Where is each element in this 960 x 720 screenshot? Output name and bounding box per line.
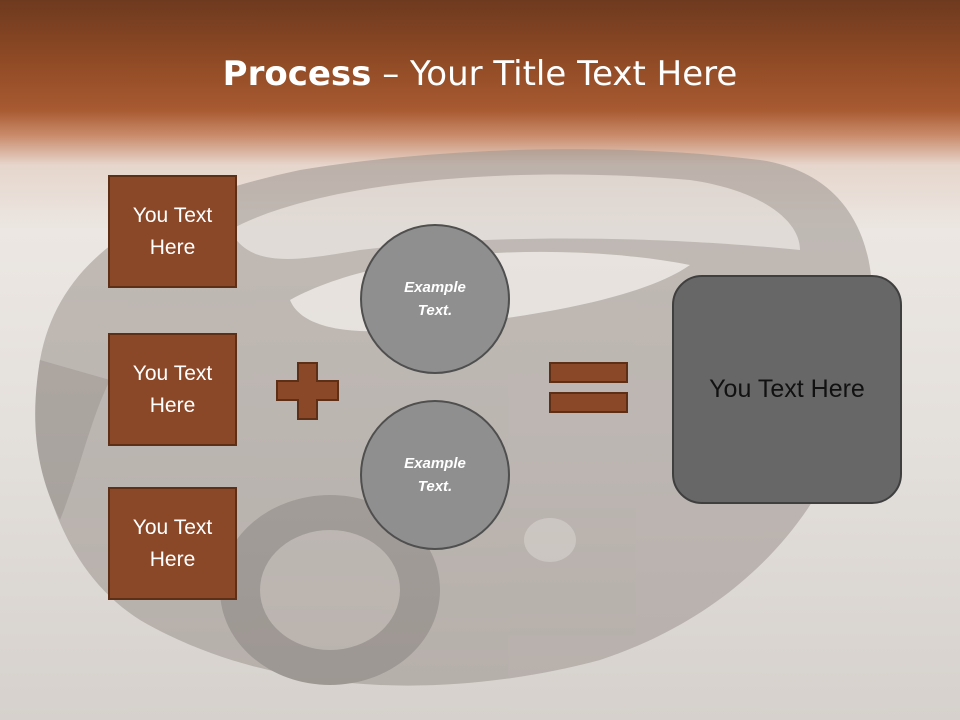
left-box-2-label: You Text Here — [132, 361, 213, 417]
left-box-1: You Text Here — [108, 175, 237, 288]
title-bold: Process — [222, 54, 372, 94]
equals-icon — [549, 362, 628, 413]
result-box-label: You Text Here — [709, 375, 865, 403]
left-box-3-label: You Text Here — [132, 515, 213, 571]
circle-2-label: Example Text. — [404, 455, 466, 495]
left-box-3: You Text Here — [108, 487, 237, 600]
result-box: You Text Here — [672, 275, 902, 504]
circle-2: Example Text. — [360, 400, 510, 550]
circle-1: Example Text. — [360, 224, 510, 374]
left-box-2: You Text Here — [108, 333, 237, 446]
plus-icon — [276, 362, 339, 420]
left-box-1-label: You Text Here — [132, 203, 213, 259]
title-dash: – — [371, 54, 411, 94]
slide-title: Process – Your Title Text Here — [0, 52, 960, 96]
circle-1-label: Example Text. — [404, 279, 466, 319]
title-rest: Your Title Text Here — [410, 54, 738, 94]
